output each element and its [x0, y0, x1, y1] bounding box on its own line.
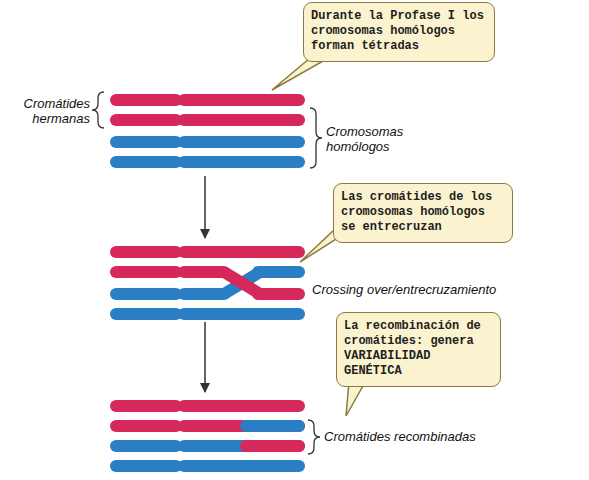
part-label: Crossing over/entrecruzamiento: [312, 282, 572, 297]
callout-text: Durante la Profase I los cromosomas homó…: [311, 9, 487, 54]
tetrad-chromosomes: [110, 94, 305, 168]
callout-box: Las cromátides de los cromosomas homólog…: [333, 183, 513, 243]
step-arrows: [204, 176, 206, 392]
callout-box: Durante la Profase I los cromosomas homó…: [303, 2, 495, 62]
callout-text: La recombinación de cromátides: genera V…: [344, 319, 493, 379]
brackets: [92, 92, 322, 454]
callout-box: La recombinación de cromátides: genera V…: [336, 312, 501, 387]
part-label: Cromosomas homólogos: [326, 124, 426, 154]
crossing-chromosomes: [110, 246, 305, 320]
callout-text: Las cromátides de los cromosomas homólog…: [341, 190, 505, 235]
part-label: Cromátides recombinadas: [324, 429, 564, 444]
part-label: Cromátides hermanas: [4, 96, 90, 126]
recombined-chromosomes: [110, 400, 305, 472]
